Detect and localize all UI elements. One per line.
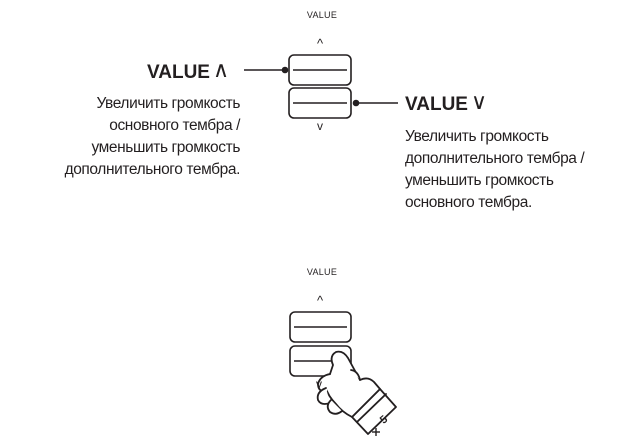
top-panel-header: VALUE xyxy=(306,10,338,20)
right-callout-title: VALUE xyxy=(405,94,468,115)
right-desc-line-2: дополнительного тембра / xyxy=(405,150,585,167)
pressing-hand-icon xyxy=(316,350,397,435)
left-desc-line-1: Увеличить громкость xyxy=(96,95,240,112)
plus-mark xyxy=(372,428,380,436)
value-up-button-bottom[interactable] xyxy=(289,311,352,343)
bottom-panel-header: VALUE xyxy=(306,267,338,277)
left-callout-up-chevron-icon: ∧ xyxy=(213,57,230,82)
left-desc-line-2: основного тембра / xyxy=(109,117,240,134)
left-callout-description: Увеличить громкость основного тембра / у… xyxy=(0,93,241,181)
left-desc-line-4: дополнительного тембра. xyxy=(64,161,241,178)
value-up-button[interactable] xyxy=(288,54,352,86)
bottom-up-arrow-glyph: ^ xyxy=(316,293,324,308)
right-leader-line xyxy=(352,99,398,107)
left-desc-line-3: уменьшить громкость xyxy=(91,139,240,156)
bottom-down-arrow-glyph: v xyxy=(316,377,322,391)
right-desc-line-4: основного тембра. xyxy=(405,194,532,211)
top-down-arrow-glyph: v xyxy=(317,119,323,133)
value-down-button[interactable] xyxy=(288,87,352,119)
right-callout-down-chevron-icon: ∨ xyxy=(471,89,488,114)
right-desc-line-3: уменьшить громкость xyxy=(405,172,554,189)
left-leader-line xyxy=(244,66,289,74)
left-callout-title: VALUE xyxy=(147,62,210,83)
right-desc-line-1: Увеличить громкость xyxy=(405,128,549,145)
right-callout-description: Увеличить громкость дополнительного темб… xyxy=(405,126,635,214)
top-up-arrow-glyph: ^ xyxy=(316,36,324,51)
